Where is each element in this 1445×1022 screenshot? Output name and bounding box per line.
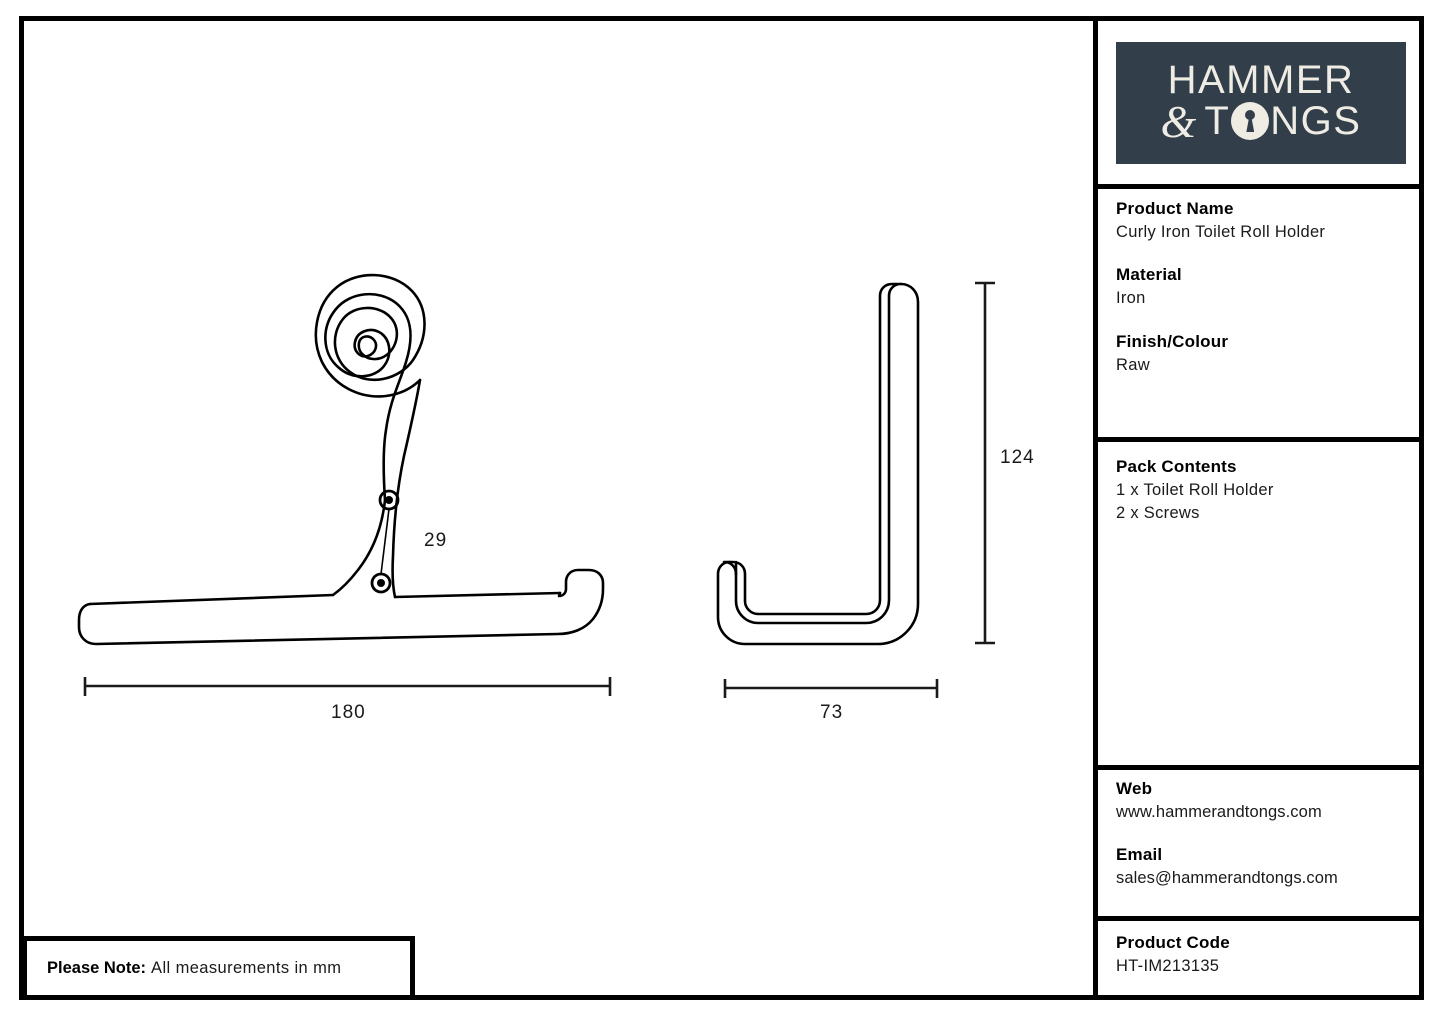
- logo-tongs-text: T NGS: [1204, 99, 1362, 144]
- panel-divider-pack: [1093, 765, 1424, 770]
- logo-tongs-t: T: [1204, 99, 1231, 144]
- product-name-label: Product Name: [1116, 199, 1234, 218]
- product-code-label: Product Code: [1116, 933, 1230, 952]
- product-details-section: Product Name Curly Iron Toilet Roll Hold…: [1098, 198, 1424, 377]
- logo-tongs-ngs: NGS: [1270, 99, 1362, 144]
- please-note-text: All measurements in mm: [151, 958, 342, 977]
- drawing-svg: [77, 273, 995, 698]
- dimension-180: [83, 677, 612, 696]
- pack-contents-item-1: 1 x Toilet Roll Holder: [1116, 480, 1274, 499]
- pack-contents-section: Pack Contents 1 x Toilet Roll Holder 2 x…: [1098, 456, 1424, 526]
- please-note-label: Please Note:: [47, 958, 147, 977]
- web-label: Web: [1116, 779, 1153, 798]
- dimension-label-29: 29: [424, 530, 448, 551]
- side-elevation-curly-toilet-roll-holder: [77, 273, 605, 646]
- field-web: Web www.hammerandtongs.com: [1116, 778, 1412, 824]
- product-code-section: Product Code HT-IM213135: [1098, 932, 1424, 978]
- field-product-code: Product Code HT-IM213135: [1116, 932, 1412, 978]
- end-elevation-outer-profile: [716, 282, 920, 646]
- field-finish: Finish/Colour Raw: [1116, 331, 1412, 377]
- brand-logo: HAMMER & T NGS: [1098, 21, 1424, 184]
- sheet-border: [19, 16, 1424, 1000]
- technical-drawing-area: 180 73 124 29: [77, 273, 1035, 723]
- logo-second-line: & T NGS: [1160, 95, 1362, 147]
- dimension-label-124: 124: [1000, 447, 1035, 468]
- field-product-name: Product Name Curly Iron Toilet Roll Hold…: [1116, 198, 1412, 244]
- email-value[interactable]: sales@hammerandtongs.com: [1116, 869, 1338, 888]
- field-email: Email sales@hammerandtongs.com: [1116, 844, 1412, 890]
- logo-hammer-text: HAMMER: [1167, 57, 1355, 102]
- product-name-value: Curly Iron Toilet Roll Holder: [1116, 222, 1326, 241]
- field-pack-contents: Pack Contents 1 x Toilet Roll Holder 2 x…: [1116, 456, 1412, 526]
- panel-divider-details: [1093, 437, 1424, 442]
- dimension-label-180: 180: [331, 702, 366, 723]
- dimension-124: [975, 281, 995, 645]
- dimension-73: [723, 679, 939, 698]
- field-material: Material Iron: [1116, 264, 1412, 310]
- finish-value: Raw: [1116, 355, 1150, 374]
- pack-contents-label: Pack Contents: [1116, 457, 1237, 476]
- material-value: Iron: [1116, 289, 1146, 308]
- logo-box: HAMMER & T NGS: [1116, 41, 1406, 164]
- pack-contents-item-2: 2 x Screws: [1116, 504, 1200, 523]
- panel-vertical-divider: [1093, 16, 1098, 1000]
- finish-label: Finish/Colour: [1116, 331, 1229, 351]
- web-value[interactable]: www.hammerandtongs.com: [1116, 802, 1322, 821]
- end-elevation-toilet-roll-holder: [722, 282, 903, 625]
- dimension-label-73: 73: [820, 702, 844, 723]
- ampersand-glyph: &: [1160, 95, 1197, 147]
- contact-section: Web www.hammerandtongs.com Email sales@h…: [1098, 778, 1424, 891]
- keyhole-icon: [1231, 102, 1270, 141]
- panel-divider-logo: [1093, 184, 1424, 189]
- screw-spacing-line: [380, 508, 390, 575]
- material-label: Material: [1116, 265, 1182, 285]
- email-label: Email: [1116, 845, 1163, 865]
- panel-divider-contact: [1093, 916, 1424, 921]
- product-code-value: HT-IM213135: [1116, 956, 1220, 975]
- please-note-box: Please Note: All measurements in mm: [22, 936, 415, 1000]
